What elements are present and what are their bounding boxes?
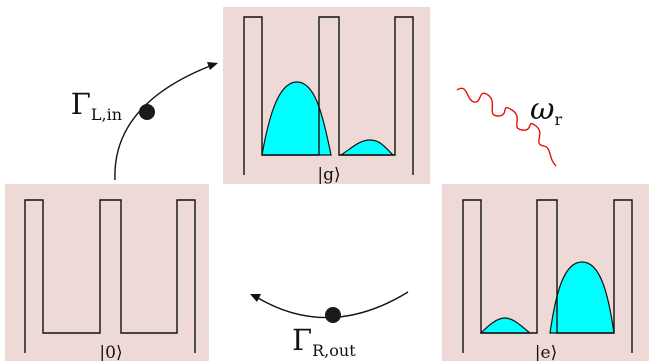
triple-well-potential <box>24 199 196 353</box>
ket-g-label: |g⟩ <box>317 165 340 185</box>
rate-out-subscript: R,out <box>312 341 356 360</box>
panel-empty-state: |0⟩ <box>5 184 209 361</box>
wavefunction-left-lobe <box>261 81 332 156</box>
ket-zero-label: |0⟩ <box>99 343 122 361</box>
panel-excited-background <box>442 184 649 361</box>
rate-in-subscript: L,in <box>91 105 122 124</box>
panel-ground-state: |g⟩ <box>223 7 430 185</box>
photon-symbol: ω <box>530 92 554 127</box>
rate-in-symbol: Γ <box>71 87 91 121</box>
triple-well-potential <box>462 199 633 353</box>
rate-in-label: ΓL,in <box>71 87 122 124</box>
rate-out-label: ΓR,out <box>292 323 356 360</box>
rate-out-symbol: Γ <box>292 323 312 357</box>
tunneling-out-transition: ΓR,out <box>250 291 409 360</box>
electron-dot <box>139 104 155 120</box>
ket-e-label: |e⟩ <box>535 343 557 361</box>
electron-dot <box>325 307 341 323</box>
photon-frequency-label: ωr <box>530 92 562 129</box>
triple-well-potential <box>243 16 414 175</box>
wavefunction-left-lobe <box>479 317 532 334</box>
panel-ground-background <box>223 7 430 184</box>
tunneling-in-arrow <box>114 65 211 181</box>
panel-empty-background <box>5 184 209 361</box>
panel-excited-state: |e⟩ <box>442 184 649 361</box>
photon-wavy-line <box>456 87 557 167</box>
photon-emission: ωr <box>456 87 562 167</box>
tunneling-in-transition: ΓL,in <box>71 62 218 181</box>
arrowhead-icon <box>207 62 218 70</box>
arrowhead-icon <box>250 294 261 302</box>
photon-subscript: r <box>554 110 562 129</box>
wavefunction-right-lobe <box>339 139 395 156</box>
